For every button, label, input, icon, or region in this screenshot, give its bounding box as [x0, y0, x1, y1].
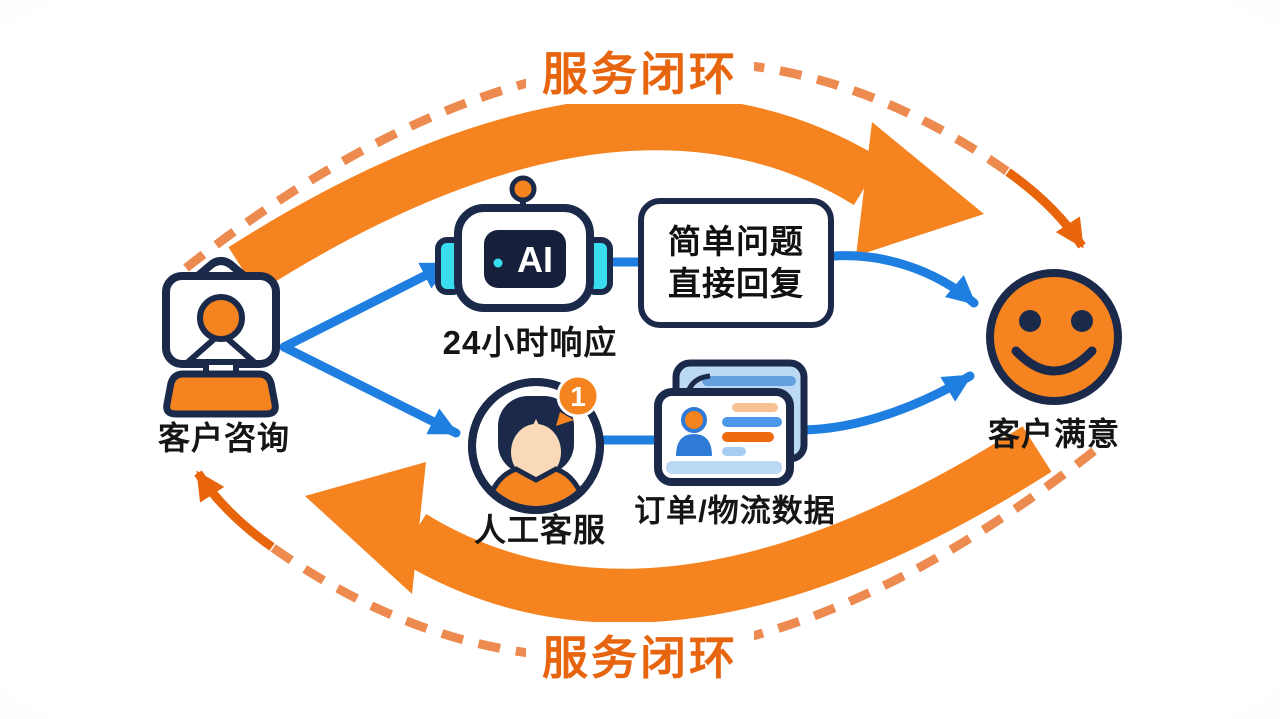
robot-screen — [484, 230, 566, 288]
flow-arrows — [279, 251, 979, 445]
customer-label: 客户咨询 — [157, 420, 291, 456]
card-avatar-head — [681, 407, 707, 433]
arrow-customer-to-ai — [279, 259, 453, 352]
left-thin-arrow — [194, 470, 275, 551]
arrow-cards-to-smiley — [787, 371, 975, 435]
human-agent-label: 人工客服 — [473, 512, 607, 548]
customer-icon — [162, 257, 280, 418]
bottom-dashed-arc — [269, 447, 1097, 663]
card-avatar-body — [676, 434, 712, 456]
arrow-box-to-smiley — [811, 251, 979, 308]
antenna-ball — [509, 175, 537, 203]
loop-title-bottom: 服务闭环 — [526, 622, 754, 688]
satisfied-label: 客户满意 — [987, 416, 1121, 452]
reply-box-node: 简单问题 直接回复 — [638, 198, 834, 328]
bottom-loop-band-arrow — [305, 426, 1052, 623]
robot-screen-text: AI — [517, 239, 553, 280]
screen-dot — [493, 258, 503, 268]
loop-title-top: 服务闭环 — [526, 38, 754, 104]
smiley-icon — [986, 269, 1122, 405]
order-data-label: 订单/物流数据 — [634, 493, 836, 529]
reply-box-line2: 直接回复 — [668, 265, 804, 302]
top-dashed-arc — [183, 56, 1011, 272]
reply-box-line1: 简单问题 — [668, 222, 804, 260]
top-loop-band-arrow — [228, 96, 984, 293]
order-data-cards-icon — [654, 359, 808, 486]
ai-bot-label: 24小时响应 — [442, 324, 618, 361]
human-agent-icon: 1 — [468, 374, 604, 514]
badge-count: 1 — [570, 381, 586, 412]
right-thin-arrow — [1005, 168, 1086, 249]
agent-face — [511, 424, 561, 480]
arrow-customer-to-agent — [279, 342, 461, 438]
hair-part — [527, 419, 545, 437]
notification-badge: 1 — [556, 374, 600, 426]
ai-robot-icon: AI — [435, 175, 613, 312]
